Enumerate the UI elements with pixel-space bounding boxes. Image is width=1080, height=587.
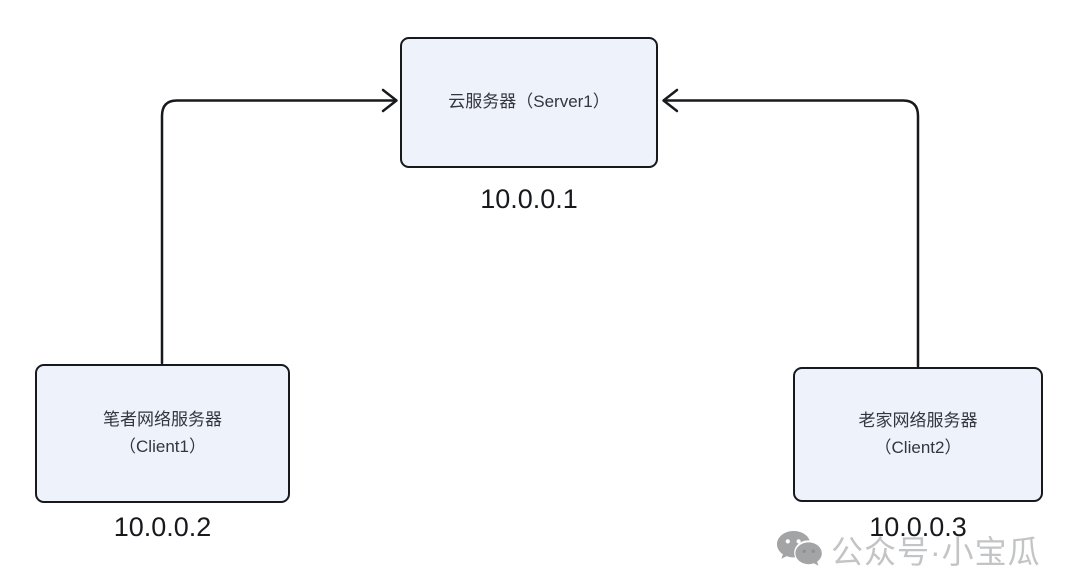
watermark: 公众号·小宝瓜: [776, 527, 1041, 573]
node-label: 云服务器（Server1）: [448, 92, 610, 112]
node-label: （Client1）: [119, 436, 206, 456]
edge-client1-to-server1: [160, 99, 396, 365]
node-client1: 笔者网络服务器 （Client1）: [35, 364, 290, 503]
arrowhead-right-icon: [381, 88, 398, 113]
arrowhead-left-icon: [662, 88, 679, 113]
node-label: （Client2）: [874, 437, 962, 457]
node-client2: 老家网络服务器 （Client2）: [793, 367, 1043, 502]
wechat-icon: [777, 531, 822, 566]
node-ip-server1: 10.0.0.1: [480, 184, 578, 214]
node-label: 老家网络服务器: [858, 411, 978, 431]
node-label: 笔者网络服务器: [103, 410, 222, 430]
edge-client2-to-server1: [664, 99, 920, 368]
node-server1: 云服务器（Server1）: [400, 37, 658, 168]
node-ip-client2: 10.0.0.3: [869, 512, 967, 542]
node-ip-client1: 10.0.0.2: [113, 512, 212, 542]
watermark-text: 公众号·小宝瓜: [831, 534, 1041, 570]
